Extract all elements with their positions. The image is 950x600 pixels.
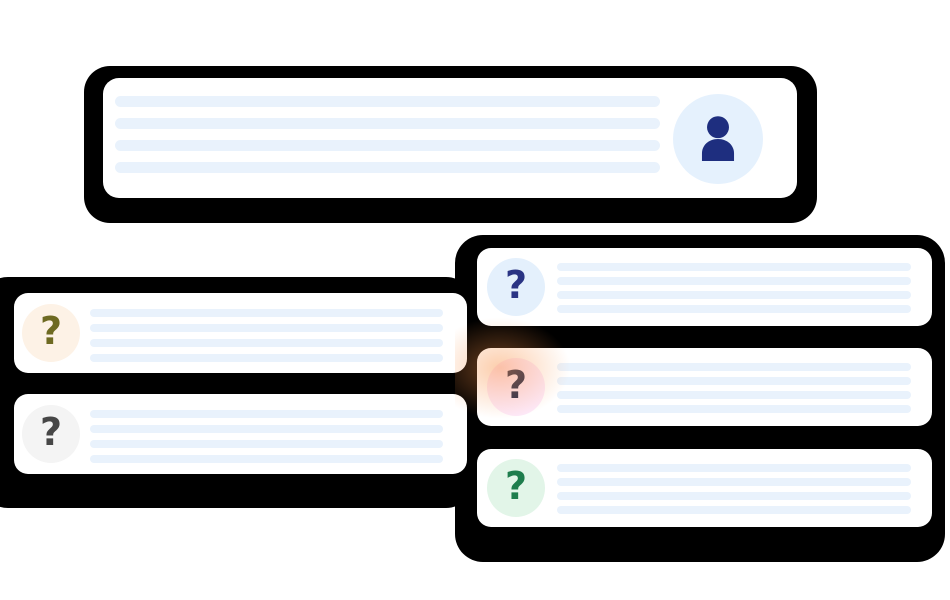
question-card[interactable]: ? bbox=[477, 248, 932, 326]
skeleton-lines bbox=[90, 410, 443, 470]
person-icon bbox=[701, 116, 735, 161]
skeleton-lines bbox=[115, 96, 660, 184]
skeleton-line bbox=[557, 492, 911, 500]
skeleton-line bbox=[557, 405, 911, 413]
skeleton-lines bbox=[557, 464, 911, 520]
skeleton-line bbox=[90, 425, 443, 433]
skeleton-line bbox=[115, 96, 660, 107]
skeleton-line bbox=[90, 410, 443, 418]
skeleton-line bbox=[90, 354, 443, 362]
skeleton-line bbox=[90, 339, 443, 347]
skeleton-line bbox=[557, 291, 911, 299]
skeleton-lines bbox=[557, 263, 911, 319]
question-icon: ? bbox=[487, 258, 545, 316]
skeleton-line bbox=[557, 506, 911, 514]
skeleton-line bbox=[557, 464, 911, 472]
skeleton-line bbox=[115, 140, 660, 151]
skeleton-line bbox=[557, 263, 911, 271]
skeleton-lines bbox=[90, 309, 443, 369]
question-card[interactable]: ? bbox=[14, 293, 467, 373]
skeleton-line bbox=[557, 377, 911, 385]
skeleton-line bbox=[557, 363, 911, 371]
skeleton-line bbox=[115, 118, 660, 129]
skeleton-line bbox=[115, 162, 660, 173]
question-card[interactable]: ? bbox=[477, 348, 932, 426]
skeleton-line bbox=[557, 391, 911, 399]
skeleton-line bbox=[90, 455, 443, 463]
skeleton-line bbox=[90, 309, 443, 317]
question-icon: ? bbox=[487, 459, 545, 517]
question-icon: ? bbox=[487, 358, 545, 416]
question-card[interactable]: ? bbox=[477, 449, 932, 527]
question-icon: ? bbox=[22, 304, 80, 362]
skeleton-line bbox=[557, 277, 911, 285]
avatar bbox=[673, 94, 763, 184]
profile-card[interactable] bbox=[103, 78, 797, 198]
skeleton-line bbox=[557, 478, 911, 486]
question-card[interactable]: ? bbox=[14, 394, 467, 474]
skeleton-line bbox=[90, 324, 443, 332]
skeleton-line bbox=[90, 440, 443, 448]
question-icon: ? bbox=[22, 405, 80, 463]
skeleton-lines bbox=[557, 363, 911, 419]
skeleton-line bbox=[557, 305, 911, 313]
